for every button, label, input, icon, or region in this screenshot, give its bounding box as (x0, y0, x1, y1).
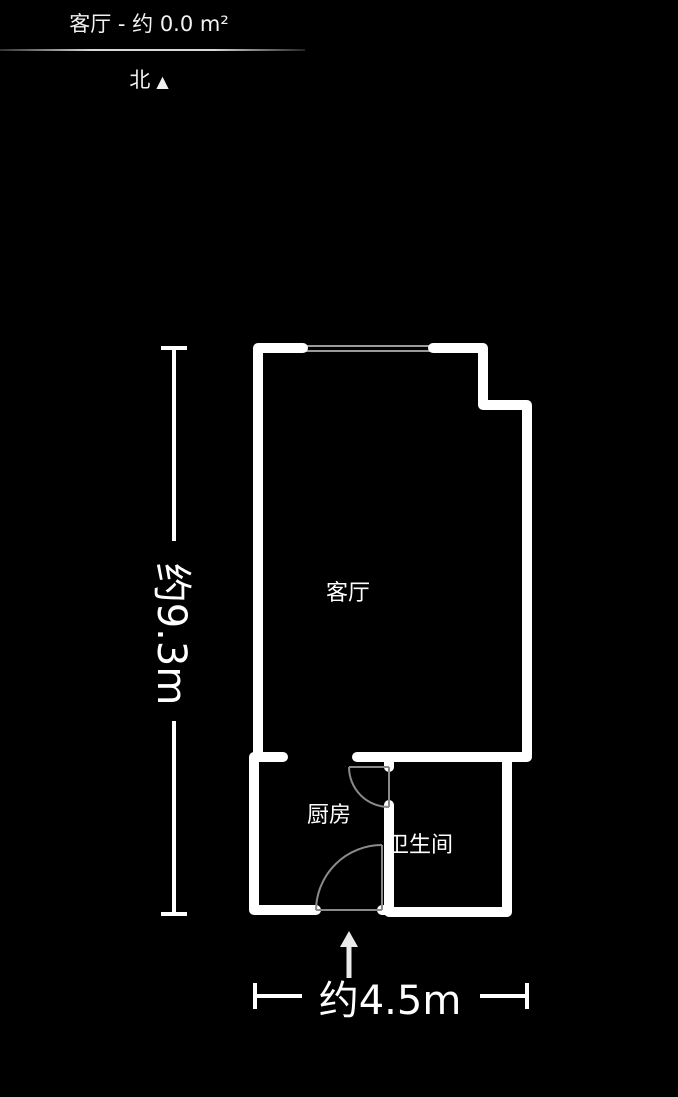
compass-label: 北 (129, 68, 151, 92)
height-dimension-line (161, 346, 187, 916)
room-label-bathroom[interactable]: 卫生间 (387, 833, 454, 858)
room-area-title: 客厅 - 约 0.0 m² (69, 12, 229, 36)
window (303, 345, 433, 352)
height-dimension-label: 约9.3m (148, 562, 194, 706)
room-label-living-room[interactable]: 客厅 (326, 581, 371, 606)
entrance-door (315, 844, 383, 911)
living-room-left-wall (253, 343, 308, 762)
entrance-arrow-icon (340, 931, 358, 978)
bathroom-wall (384, 752, 512, 917)
walls (249, 343, 532, 917)
width-dimension-line (253, 983, 529, 1009)
header-divider (0, 49, 305, 51)
living-room-right-wall (428, 343, 532, 760)
north-arrow-icon: ▲ (156, 72, 169, 91)
compass-indicator: 北▲ (0, 64, 298, 94)
room-label-kitchen[interactable]: 厨房 (307, 803, 352, 828)
bathroom-door (348, 766, 390, 808)
kitchen-wall (249, 752, 321, 915)
width-dimension-label: 约4.5m (318, 978, 462, 1024)
